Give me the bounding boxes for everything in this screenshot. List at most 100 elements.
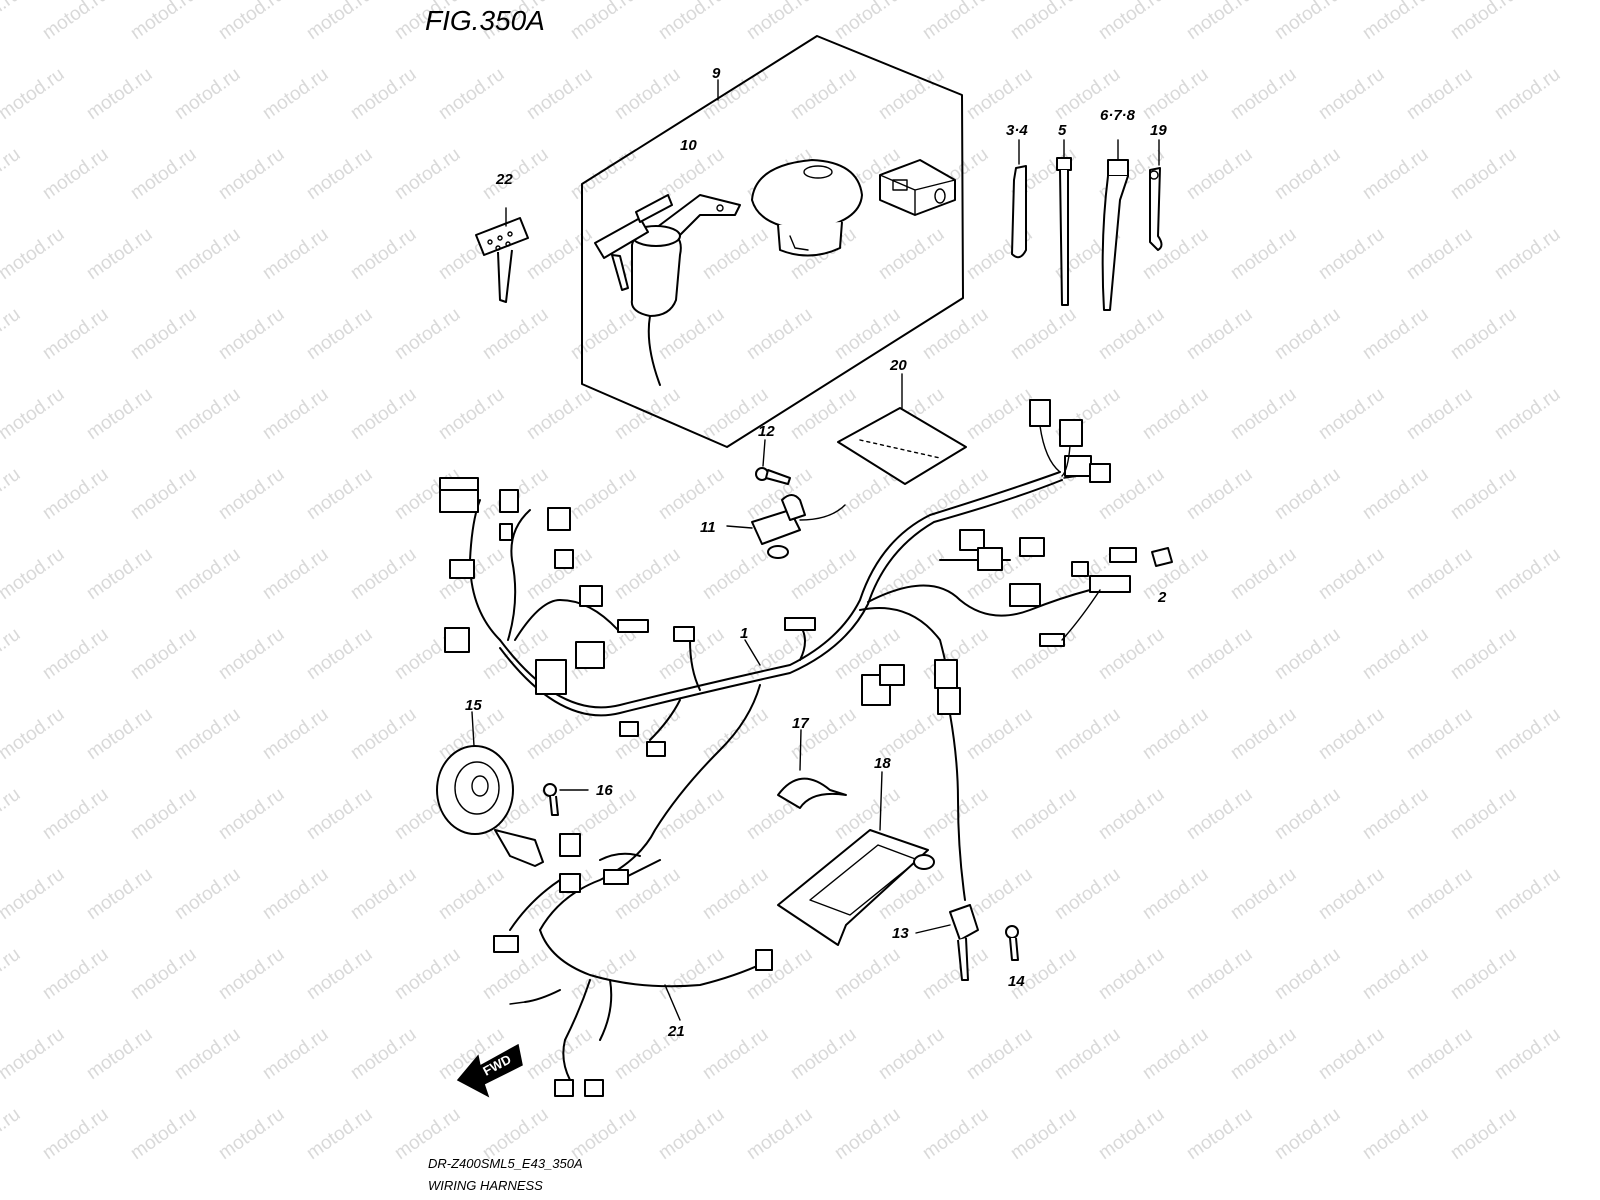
watermark-text: motod.ru [1271, 304, 1344, 364]
watermark-text: motod.ru [567, 0, 640, 44]
watermark-text: motod.ru [1359, 944, 1432, 1004]
watermark-text: motod.ru [523, 864, 596, 924]
watermark-text: motod.ru [435, 64, 508, 124]
cover-17 [777, 729, 847, 809]
watermark-text: motod.ru [0, 1104, 24, 1164]
watermark-text: motod.ru [1447, 464, 1520, 524]
watermark-text: motod.ru [1007, 624, 1080, 684]
watermark-text: motod.ru [787, 544, 860, 604]
watermark-text: motod.ru [259, 704, 332, 764]
bolt-14 [1005, 925, 1019, 961]
watermark-text: motod.ru [83, 1024, 156, 1084]
watermark-text: motod.ru [303, 304, 376, 364]
watermark-text: motod.ru [1359, 624, 1432, 684]
clamp-3-4 [1011, 139, 1027, 259]
watermark-text: motod.ru [39, 464, 112, 524]
clamp-19 [1149, 139, 1163, 251]
watermark-text: motod.ru [39, 784, 112, 844]
watermark-text: motod.ru [1139, 1024, 1212, 1084]
watermark-text: motod.ru [1051, 1024, 1124, 1084]
watermark-text: motod.ru [831, 0, 904, 44]
watermark-text: motod.ru [1183, 784, 1256, 844]
cable-tie-6-7-8 [1101, 139, 1129, 311]
watermark-text: motod.ru [171, 544, 244, 604]
diagram-caption: WIRING HARNESS [428, 1178, 543, 1193]
callout-13: 13 [892, 925, 909, 942]
watermark-text: motod.ru [567, 944, 640, 1004]
watermark-text: motod.ru [83, 864, 156, 924]
watermark-text: motod.ru [171, 64, 244, 124]
watermark-text: motod.ru [1359, 304, 1432, 364]
watermark-text: motod.ru [1183, 944, 1256, 1004]
watermark-text: motod.ru [215, 464, 288, 524]
watermark-text: motod.ru [127, 624, 200, 684]
watermark-text: motod.ru [259, 224, 332, 284]
watermark-text: motod.ru [215, 144, 288, 204]
watermark-text: motod.ru [919, 944, 992, 1004]
watermark-text: motod.ru [1447, 304, 1520, 364]
watermark-text: motod.ru [743, 944, 816, 1004]
watermark-text: motod.ru [1403, 1024, 1476, 1084]
watermark-text: motod.ru [567, 144, 640, 204]
watermark-text: motod.ru [1359, 0, 1432, 44]
watermark-text: motod.ru [655, 1104, 728, 1164]
watermark-text: motod.ru [1315, 704, 1388, 764]
watermark-text: motod.ru [1139, 544, 1212, 604]
watermark-text: motod.ru [303, 1104, 376, 1164]
watermark-text: motod.ru [0, 624, 24, 684]
watermark-text: motod.ru [655, 0, 728, 44]
callout-2: 2 [1157, 589, 1167, 606]
watermark-text: motod.ru [1227, 704, 1300, 764]
watermark-text: motod.ru [0, 1024, 68, 1084]
watermark-text: motod.ru [1271, 0, 1344, 44]
watermark-text: motod.ru [1227, 384, 1300, 444]
watermark-text: motod.ru [919, 1104, 992, 1164]
watermark-text: motod.ru [919, 304, 992, 364]
watermark-text: motod.ru [523, 64, 596, 124]
watermark-text: motod.ru [1007, 0, 1080, 44]
watermark-text: motod.ru [1007, 784, 1080, 844]
watermark-text: motod.ru [611, 384, 684, 444]
watermark-text: motod.ru [391, 304, 464, 364]
watermark-text: motod.ru [479, 304, 552, 364]
callout-11: 11 [700, 519, 716, 536]
watermark-text: motod.ru [963, 64, 1036, 124]
watermark-text: motod.ru [171, 384, 244, 444]
bolt-12 [755, 439, 791, 485]
watermark-text: motod.ru [215, 784, 288, 844]
watermark-text: motod.ru [1447, 784, 1520, 844]
watermark-text: motod.ru [435, 864, 508, 924]
watermark-text: motod.ru [479, 144, 552, 204]
watermark-text: motod.ru [1447, 944, 1520, 1004]
watermark-text: motod.ru [347, 864, 420, 924]
watermark-text: motod.ru [1183, 464, 1256, 524]
watermark-text: motod.ru [259, 64, 332, 124]
callout-5: 5 [1058, 122, 1067, 139]
watermark-text: motod.ru [215, 624, 288, 684]
watermark-text: motod.ru [39, 1104, 112, 1164]
watermark-text: motod.ru [215, 304, 288, 364]
callout-1: 1 [740, 625, 748, 642]
watermark-text: motod.ru [787, 1024, 860, 1084]
watermark-text: motod.ru [699, 864, 772, 924]
watermark-text: motod.ru [875, 544, 948, 604]
watermark-text: motod.ru [831, 1104, 904, 1164]
watermark-text: motod.ru [259, 1024, 332, 1084]
watermark-text: motod.ru [1491, 544, 1564, 604]
watermark-text: motod.ru [435, 384, 508, 444]
watermark-text: motod.ru [215, 1104, 288, 1164]
watermark-text: motod.ru [127, 784, 200, 844]
key [475, 207, 529, 303]
watermark-text: motod.ru [1139, 64, 1212, 124]
watermark-text: motod.ru [0, 864, 68, 924]
watermark-text: motod.ru [523, 224, 596, 284]
watermark-text: motod.ru [699, 224, 772, 284]
watermark-text: motod.ru [875, 1024, 948, 1084]
watermark-text: motod.ru [303, 144, 376, 204]
sensor-13 [915, 713, 979, 981]
watermark-text: motod.ru [171, 1024, 244, 1084]
watermark-text: motod.ru [0, 304, 24, 364]
watermark-text: motod.ru [1227, 1024, 1300, 1084]
watermark-text: motod.ru [1139, 864, 1212, 924]
watermark-text: motod.ru [831, 304, 904, 364]
